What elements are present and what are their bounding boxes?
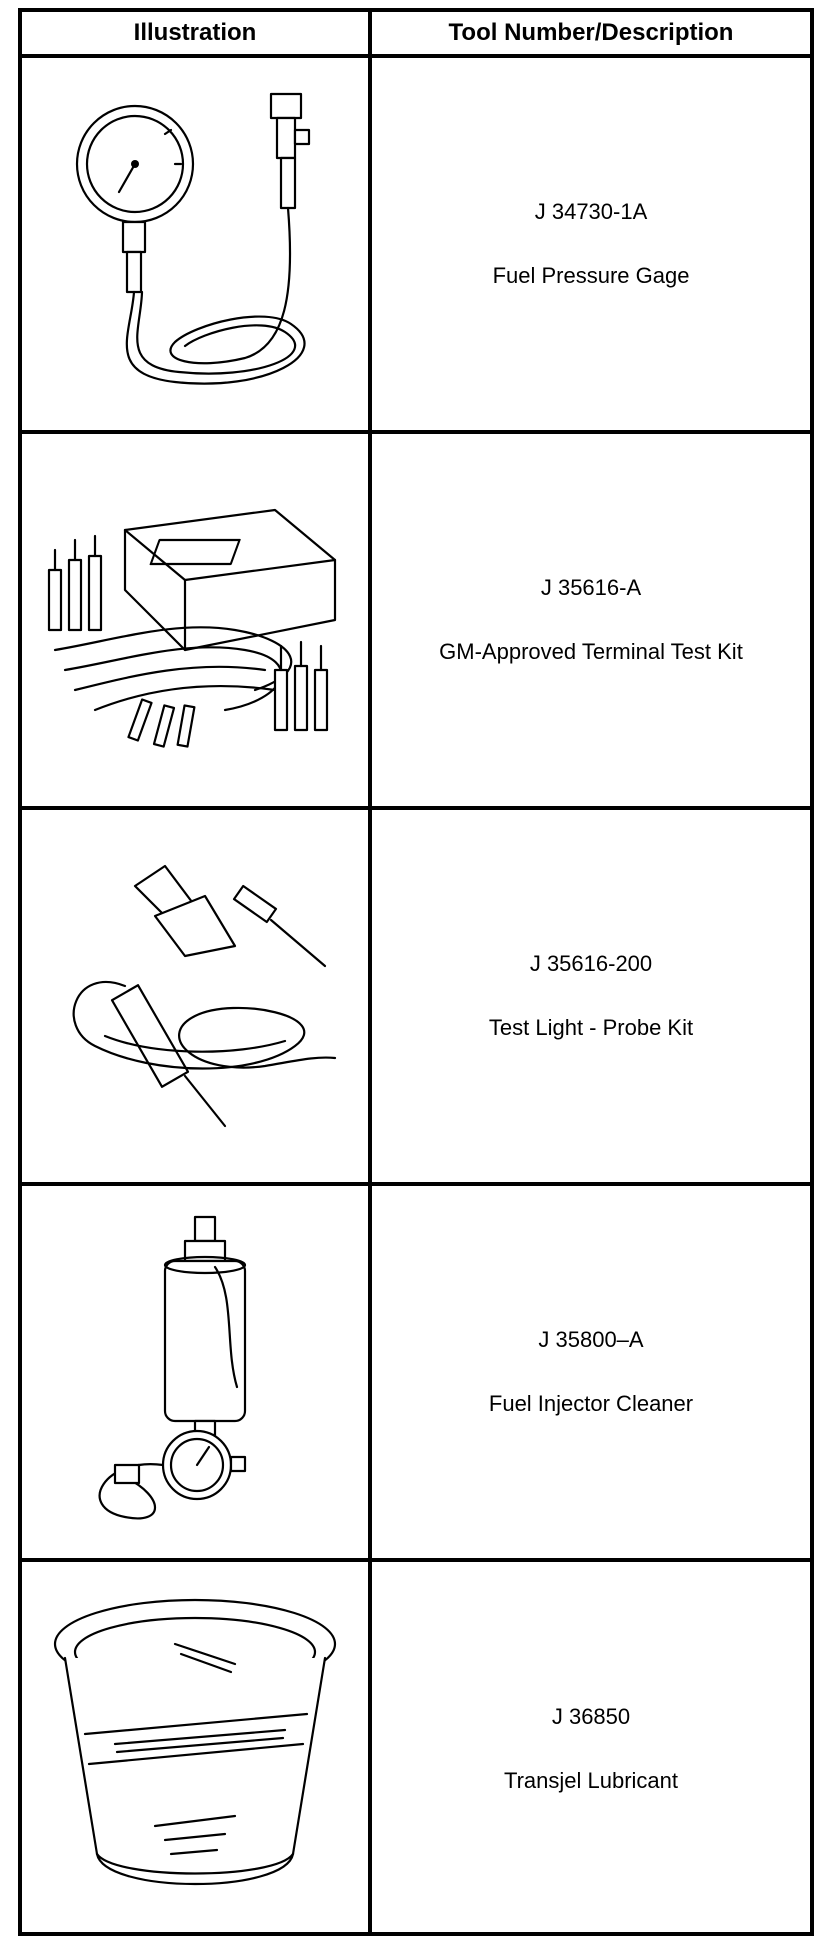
tool-description: Fuel Injector Cleaner	[488, 1391, 694, 1416]
illustration-cell	[22, 434, 368, 806]
table-row: J 35800–A Fuel Injector Cleaner	[22, 1186, 810, 1558]
row-divider	[22, 54, 810, 58]
fuel-injector-cleaner-icon	[98, 1215, 247, 1520]
description-cell: J 35616-200 Test Light - Probe Kit	[372, 810, 810, 1182]
table-row: J 34730-1A Fuel Pressure Gage	[22, 58, 810, 430]
tool-description: Fuel Pressure Gage	[492, 263, 690, 288]
description-cell: J 35800–A Fuel Injector Cleaner	[372, 1186, 810, 1558]
test-light-probe-kit-icon	[72, 864, 337, 1128]
tool-description: GM-Approved Terminal Test Kit	[439, 639, 743, 664]
illustration-cell	[22, 810, 368, 1182]
description-cell: J 34730-1A Fuel Pressure Gage	[372, 58, 810, 430]
illustration-cell	[22, 1562, 368, 1936]
row-divider	[22, 806, 810, 810]
tool-number: J 36850	[551, 1704, 631, 1729]
table-row: J 35616-A GM-Approved Terminal Test Kit	[22, 434, 810, 806]
tool-number: J 35800–A	[538, 1327, 644, 1352]
description-cell: J 36850 Transjel Lubricant	[372, 1562, 810, 1936]
row-divider	[22, 1182, 810, 1186]
illustration-cell	[22, 58, 368, 430]
tool-number: J 34730-1A	[534, 199, 648, 224]
row-divider	[22, 430, 810, 434]
tool-description: Transjel Lubricant	[503, 1768, 679, 1793]
column-divider	[368, 12, 372, 1932]
header-illustration: Illustration	[133, 19, 257, 46]
table-row: J 35616-200 Test Light - Probe Kit	[22, 810, 810, 1182]
transjel-lubricant-icon	[53, 1598, 337, 1885]
tool-number: J 35616-200	[529, 951, 653, 976]
description-cell: J 35616-A GM-Approved Terminal Test Kit	[372, 434, 810, 806]
terminal-test-kit-icon	[47, 508, 337, 748]
tool-description: Test Light - Probe Kit	[488, 1015, 694, 1040]
header-tool-number-description: Tool Number/Description	[448, 19, 734, 46]
illustration-cell	[22, 1186, 368, 1558]
tool-number: J 35616-A	[540, 575, 642, 600]
row-divider	[22, 1558, 810, 1562]
fuel-pressure-gage-icon	[75, 92, 311, 385]
table-row: J 36850 Transjel Lubricant	[22, 1562, 810, 1936]
tools-table: Illustration Tool Number/Description	[18, 8, 814, 1936]
